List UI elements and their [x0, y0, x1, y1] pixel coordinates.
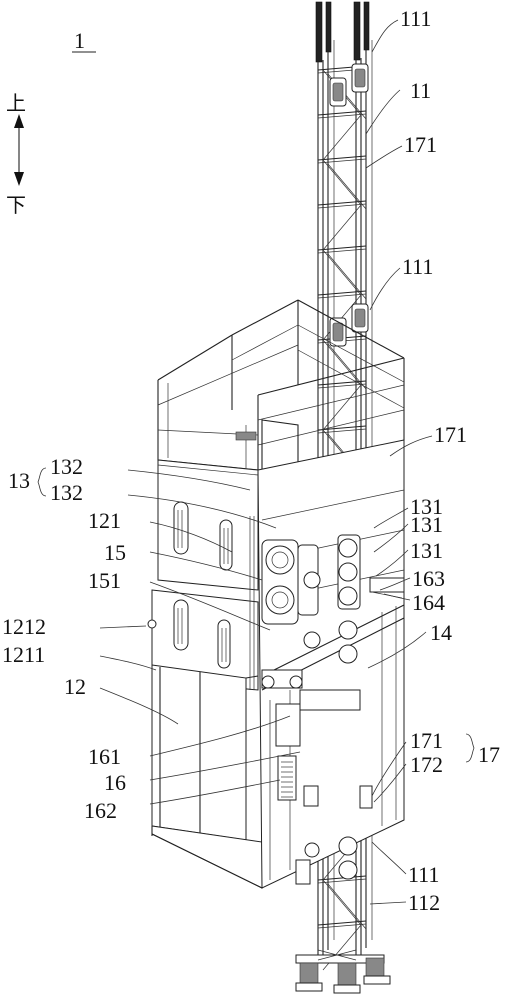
- label-111-mid: 111: [402, 254, 433, 279]
- label-172: 172: [410, 752, 443, 777]
- direction-indicator: 上 下: [6, 91, 26, 217]
- up-arrow-icon: [14, 114, 24, 128]
- label-112: 112: [408, 890, 440, 915]
- label-111-bottom: 111: [408, 862, 439, 887]
- label-131-a: 131: [410, 494, 443, 519]
- label-164: 164: [412, 590, 445, 615]
- down-label: 下: [6, 193, 26, 217]
- label-132-a: 132: [50, 454, 83, 479]
- label-16: 16: [104, 770, 126, 795]
- label-13: 13: [8, 468, 30, 493]
- down-arrow-icon: [14, 172, 24, 186]
- label-15: 15: [104, 540, 126, 565]
- label-131-c: 131: [410, 538, 443, 563]
- up-label: 上: [6, 91, 26, 115]
- label-171-bottom: 171: [410, 728, 443, 753]
- label-1212: 1212: [2, 614, 46, 639]
- vent-slots: [281, 761, 293, 798]
- label-12: 12: [64, 674, 86, 699]
- reference-labels: 111 11 171 111 171 13 132 132 121 15 151…: [2, 6, 500, 915]
- label-111-top: 111: [400, 6, 431, 31]
- figure-number: 1: [74, 28, 85, 53]
- label-171-mid: 171: [434, 422, 467, 447]
- label-163: 163: [412, 566, 445, 591]
- label-11: 11: [410, 78, 431, 103]
- label-1211: 1211: [2, 642, 45, 667]
- label-162: 162: [84, 798, 117, 823]
- label-151: 151: [88, 568, 121, 593]
- label-171-top: 171: [404, 132, 437, 157]
- leader-lines: [37, 19, 475, 905]
- label-161: 161: [88, 744, 121, 769]
- cage: [147, 299, 405, 889]
- label-131-b: 131: [410, 512, 443, 537]
- label-17: 17: [478, 742, 500, 767]
- label-132-b: 132: [50, 480, 83, 505]
- label-14: 14: [430, 620, 452, 645]
- label-121: 121: [88, 508, 121, 533]
